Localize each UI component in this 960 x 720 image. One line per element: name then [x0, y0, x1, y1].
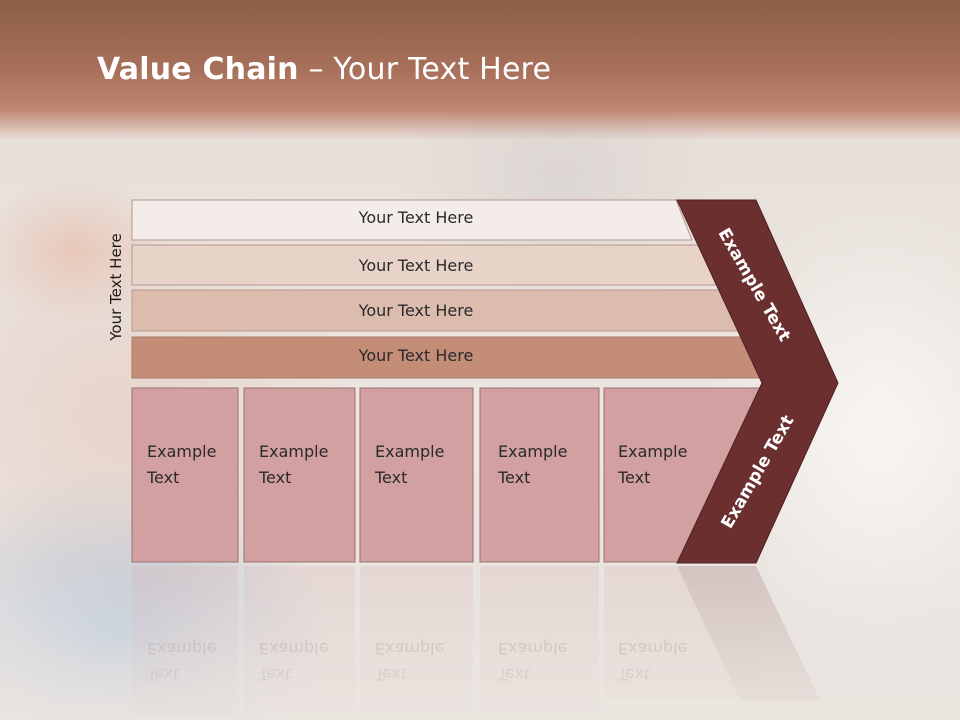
box-label-5-line1: Example — [618, 442, 688, 461]
title-rest: – Your Text Here — [298, 52, 552, 87]
box-label-4-line1: Example — [498, 442, 568, 461]
box-label-1-line2: Text — [147, 468, 180, 487]
bar-label-3: Your Text Here — [358, 301, 474, 320]
box-label-2: Example Text — [259, 439, 359, 491]
bar-label-1: Your Text Here — [358, 208, 474, 227]
title-bold: Value Chain — [97, 52, 299, 87]
bar-1 — [131, 199, 693, 241]
box-label-1: Example Text — [147, 439, 247, 491]
box-label-2-line1: Example — [259, 442, 329, 461]
box-4 — [479, 387, 600, 563]
box-label-1-line1: Example — [147, 442, 217, 461]
box-1 — [131, 387, 239, 563]
box-label-3: Example Text — [375, 439, 475, 491]
box-label-3-line2: Text — [375, 468, 408, 487]
box-label-5-line2: Text — [618, 468, 651, 487]
box-label-4-line2: Text — [498, 468, 531, 487]
bar-label-4: Your Text Here — [358, 346, 474, 365]
header-band — [0, 0, 960, 140]
box-label-5: Example Text — [618, 439, 718, 491]
box-3 — [359, 387, 474, 563]
bar-label-2: Your Text Here — [358, 256, 474, 275]
reflection-fade — [0, 560, 960, 720]
box-label-2-line2: Text — [259, 468, 292, 487]
box-2 — [243, 387, 356, 563]
slide-title: Value Chain – Your Text Here — [97, 52, 551, 87]
box-label-4: Example Text — [498, 439, 598, 491]
box-label-3-line1: Example — [375, 442, 445, 461]
